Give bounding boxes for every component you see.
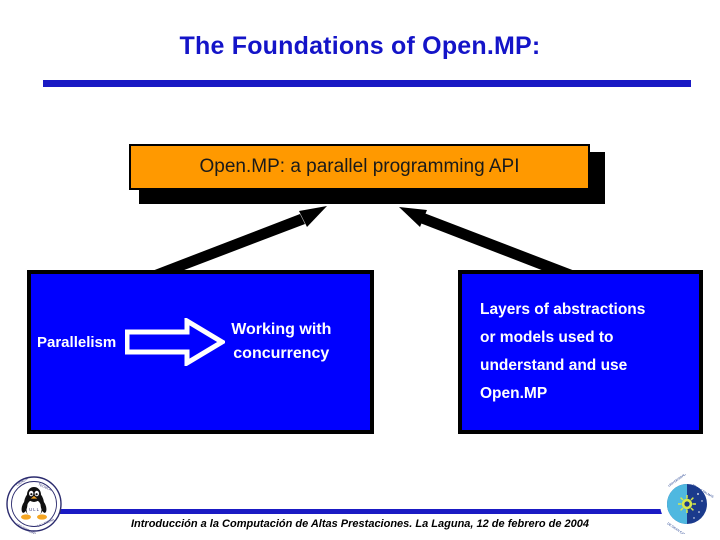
abstractions-text: Layers of abstractions or models used to…: [480, 301, 646, 402]
svg-text:LA LAGUNA: LA LAGUNA: [37, 517, 56, 528]
api-box[interactable]: Open.MP: a parallel programming API: [129, 144, 590, 190]
parallelism-row: Parallelism Working with concurrency: [31, 318, 370, 366]
footer-divider-rule: [58, 509, 691, 514]
university-seal-icon: UNIVERSIDAD DE LAS PALMAS DE GRAN CANARI…: [660, 474, 714, 534]
parallelism-label: Parallelism: [37, 333, 117, 351]
title-divider-rule: [43, 80, 691, 87]
svg-text:TECNICA: TECNICA: [38, 482, 53, 492]
abstractions-box[interactable]: Layers of abstractions or models used to…: [458, 270, 703, 434]
svg-text:UNIVERSIDAD: UNIVERSIDAD: [16, 522, 38, 534]
block-arrow-right-icon: [125, 318, 226, 366]
api-box-label: Open.MP: a parallel programming API: [199, 156, 520, 177]
svg-text:CIENCIA: CIENCIA: [15, 476, 29, 487]
page-title: The Foundations of Open.MP:: [179, 32, 541, 60]
parallelism-box[interactable]: Parallelism Working with concurrency: [27, 270, 374, 434]
footer-citation: Introducción a la Computación de Altas P…: [130, 518, 590, 530]
working-with-concurrency-label: Working with concurrency: [231, 321, 332, 362]
svg-text:U L L: U L L: [29, 507, 40, 512]
linux-penguin-seal-icon: CIENCIA TECNICA UNIVERSIDAD LA LAGUNA U …: [6, 476, 62, 534]
